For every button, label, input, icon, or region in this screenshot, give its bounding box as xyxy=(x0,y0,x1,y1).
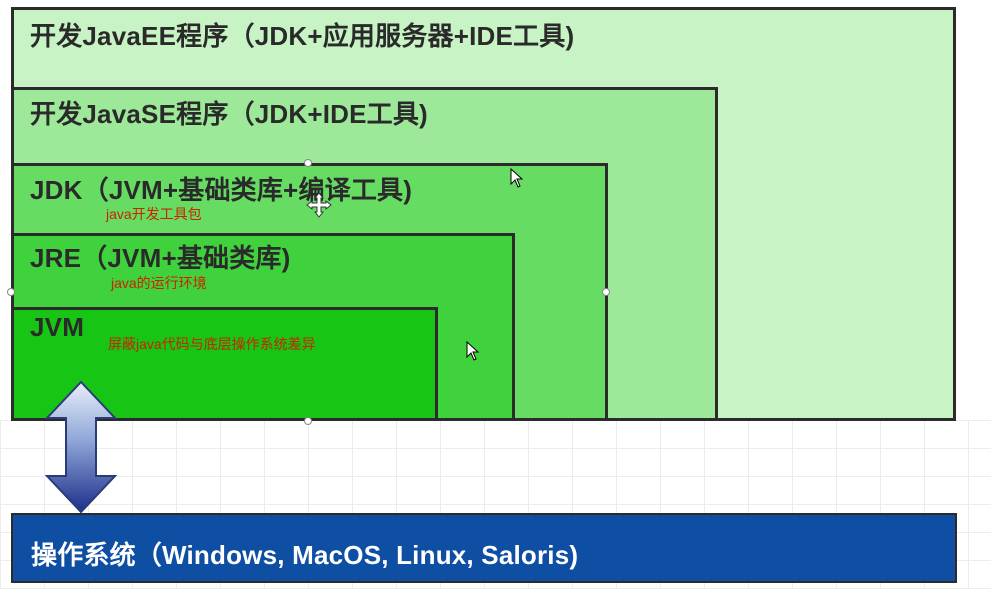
pointer-cursor-icon xyxy=(510,168,524,188)
move-cursor-icon xyxy=(306,192,332,218)
resize-handle-icon[interactable] xyxy=(7,288,15,296)
os-title: 操作系统（Windows, MacOS, Linux, Saloris) xyxy=(31,540,579,570)
jvm-title: JVM xyxy=(30,312,85,342)
jvm-box: JVM xyxy=(11,307,438,421)
operating-system-bar: 操作系统（Windows, MacOS, Linux, Saloris) xyxy=(11,513,957,583)
jvm-note: 屏蔽java代码与底层操作系统差异 xyxy=(108,336,316,352)
javaee-title: 开发JavaEE程序（JDK+应用服务器+IDE工具) xyxy=(30,21,575,51)
double-arrow-icon xyxy=(44,380,118,514)
resize-handle-icon[interactable] xyxy=(304,159,312,167)
resize-handle-icon[interactable] xyxy=(602,288,610,296)
resize-handle-icon[interactable] xyxy=(304,417,312,425)
javase-title: 开发JavaSE程序（JDK+IDE工具) xyxy=(30,99,428,129)
jdk-note: java开发工具包 xyxy=(106,206,202,222)
jre-note: java的运行环境 xyxy=(111,275,207,291)
jre-title: JRE（JVM+基础类库) xyxy=(30,243,291,273)
jdk-title: JDK（JVM+基础类库+编译工具) xyxy=(30,175,413,205)
pointer-cursor-icon xyxy=(466,341,480,361)
